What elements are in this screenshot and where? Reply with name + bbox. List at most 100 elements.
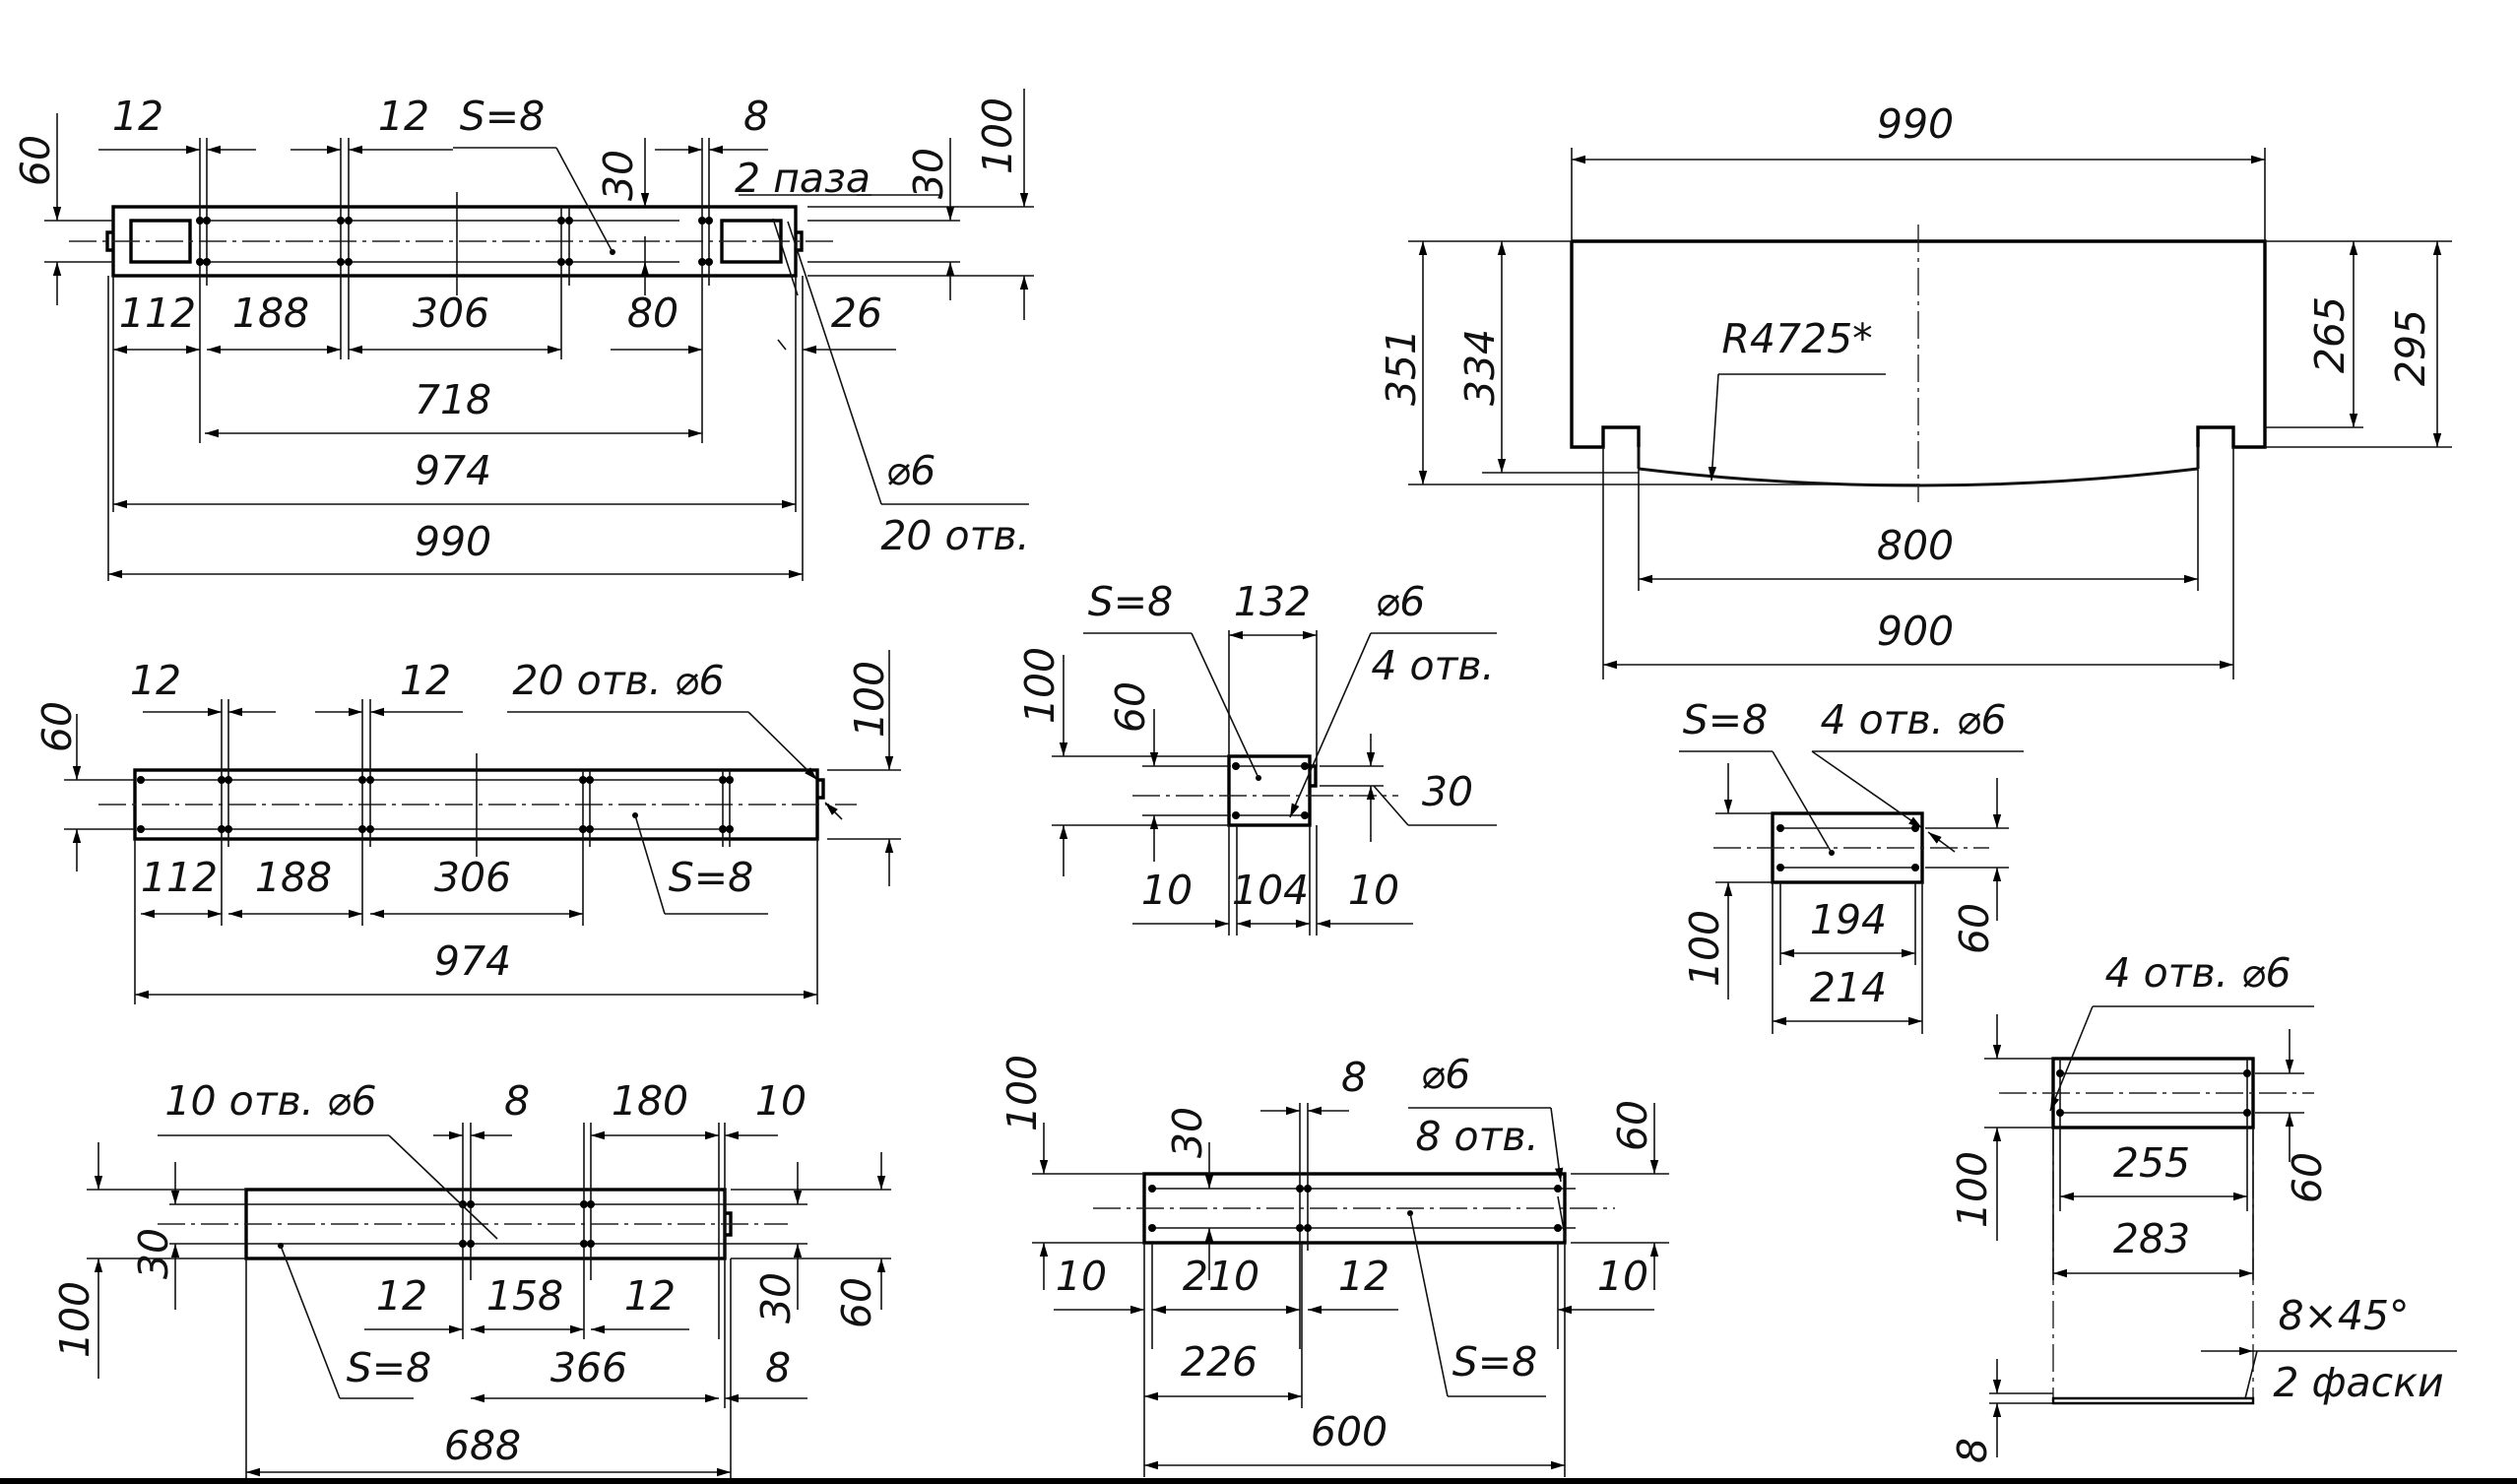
p3-note-holes: 10 отв. ⌀6 <box>164 1077 376 1125</box>
part-5-view: 100 30 8 ⌀6 8 отв. 60 10 10 210 12 226 S… <box>999 1051 1669 1477</box>
p7-thickness: S=8 <box>1683 696 1768 743</box>
p8-chamfer: 8×45° <box>2278 1292 2409 1339</box>
p7-dim-60: 60 <box>1951 903 1998 954</box>
part-7-view: S=8 4 отв. ⌀6 100 194 60 214 <box>1679 696 2024 1034</box>
p1-dim-8: 8 <box>743 93 769 140</box>
p2-dim-188: 188 <box>255 854 332 901</box>
p5-dim-10-right: 10 <box>1597 1253 1648 1300</box>
p2-dim-60: 60 <box>33 701 81 752</box>
part-2-view: 12 12 20 отв. ⌀6 60 100 112 188 306 S=8 … <box>33 650 901 1004</box>
p1-dim-12-a: 12 <box>112 93 163 140</box>
p3-dim-12-b: 12 <box>624 1272 676 1320</box>
p4-hole-dia: ⌀6 <box>1376 578 1426 625</box>
p1-hole-dia: ⌀6 <box>886 447 936 494</box>
p5-hole-dia: ⌀6 <box>1421 1051 1471 1098</box>
p6-dim-265: 265 <box>2306 296 2354 373</box>
p2-thickness: S=8 <box>669 854 753 901</box>
p8-dim-100: 100 <box>1949 1151 1996 1228</box>
p5-thickness: S=8 <box>1452 1338 1537 1386</box>
sheet-bottom-edge <box>0 1478 2517 1484</box>
p5-dim-8: 8 <box>1341 1054 1367 1101</box>
p8-dim-255: 255 <box>2113 1139 2190 1187</box>
p1-dim-30-a: 30 <box>595 150 642 201</box>
p1-dim-188: 188 <box>232 290 309 337</box>
p1-dim-306: 306 <box>413 290 489 337</box>
p1-dim-12-b: 12 <box>378 93 429 140</box>
p3-dim-100: 100 <box>51 1281 98 1358</box>
p4-hole-count: 4 отв. <box>1371 642 1494 689</box>
p5-dim-60: 60 <box>1609 1100 1656 1151</box>
p7-dim-194: 194 <box>1810 896 1887 943</box>
p3-dim-12-a: 12 <box>376 1272 427 1320</box>
p3-dim-30-left: 30 <box>130 1228 177 1279</box>
p3-dim-8-top: 8 <box>504 1077 530 1125</box>
p2-dim-306: 306 <box>434 854 511 901</box>
part-6-view: 990 351 334 R4725* 265 295 800 900 <box>1378 100 2452 679</box>
p5-dim-100: 100 <box>999 1055 1046 1131</box>
p3-dim-8-bottom: 8 <box>765 1344 791 1391</box>
p1-dim-60: 60 <box>12 135 59 186</box>
p5-dim-12: 12 <box>1338 1253 1389 1300</box>
p6-dim-334: 334 <box>1456 329 1504 406</box>
p4-dim-10-left: 10 <box>1141 867 1193 914</box>
p7-dim-100: 100 <box>1681 910 1728 987</box>
p6-dim-295: 295 <box>2387 309 2434 386</box>
p1-thickness: S=8 <box>460 93 545 140</box>
p1-dim-974: 974 <box>415 447 491 494</box>
p6-dim-351: 351 <box>1378 329 1425 406</box>
p3-dim-180: 180 <box>612 1077 688 1125</box>
p4-dim-100: 100 <box>1016 647 1064 724</box>
p5-dim-226: 226 <box>1181 1338 1258 1386</box>
p8-note-holes: 4 отв. ⌀6 <box>2104 949 2291 997</box>
hole-markers <box>137 776 734 833</box>
p1-dim-112: 112 <box>119 290 196 337</box>
p1-hole-count: 20 отв. <box>880 512 1029 559</box>
p3-dim-10: 10 <box>755 1077 807 1125</box>
p5-dim-10-left: 10 <box>1056 1253 1107 1300</box>
p3-thickness: S=8 <box>347 1344 431 1391</box>
p6-dim-990: 990 <box>1877 100 1954 148</box>
p6-dim-900: 900 <box>1877 608 1954 655</box>
p4-dim-60: 60 <box>1107 681 1154 733</box>
p8-dim-8: 8 <box>1949 1438 1996 1463</box>
p4-dim-132: 132 <box>1234 578 1311 625</box>
part-1-view: 12 12 S=8 8 30 30 100 2 паза 60 112 188 … <box>12 89 1034 581</box>
p5-dim-210: 210 <box>1183 1253 1259 1300</box>
p3-dim-158: 158 <box>486 1272 563 1320</box>
p7-note-holes: 4 отв. ⌀6 <box>1820 696 2006 743</box>
p2-dim-12-b: 12 <box>400 657 451 704</box>
p8-chamfer-note: 2 фаски <box>2273 1359 2443 1406</box>
p1-note-slots: 2 паза <box>735 155 871 202</box>
p1-dim-80: 80 <box>627 290 678 337</box>
p7-dim-214: 214 <box>1810 964 1887 1011</box>
p5-hole-count: 8 отв. <box>1415 1113 1538 1160</box>
p3-dim-366: 366 <box>550 1344 627 1391</box>
hole-markers <box>2056 1069 2251 1117</box>
hole-markers <box>278 1200 595 1249</box>
part-3-view: 10 отв. ⌀6 8 180 10 100 30 30 60 12 158 … <box>51 1077 891 1484</box>
p1-dim-100: 100 <box>974 97 1021 174</box>
p2-note-holes: 20 отв. ⌀6 <box>512 657 724 704</box>
p1-dim-990: 990 <box>415 518 491 565</box>
p8-dim-60: 60 <box>2284 1152 2331 1203</box>
hole-markers <box>1232 762 1309 819</box>
p3-dim-30-right: 30 <box>752 1272 800 1323</box>
part-8-view: 4 отв. ⌀6 100 255 60 283 8×45° 2 фаски 8 <box>1949 949 2457 1463</box>
p1-dim-30-b: 30 <box>905 148 952 199</box>
p3-dim-688: 688 <box>444 1422 521 1469</box>
p6-radius: R4725* <box>1721 315 1872 362</box>
p2-dim-112: 112 <box>141 854 218 901</box>
p4-dim-10-right: 10 <box>1348 867 1399 914</box>
p6-dim-800: 800 <box>1877 522 1954 569</box>
part-4-view: S=8 132 ⌀6 4 отв. 100 60 30 10 104 10 <box>1016 578 1497 936</box>
p1-dim-26: 26 <box>831 290 882 337</box>
p5-dim-30: 30 <box>1164 1107 1211 1158</box>
p8-dim-283: 283 <box>2113 1215 2190 1262</box>
p2-dim-974: 974 <box>434 937 511 985</box>
p4-dim-30: 30 <box>1422 768 1473 815</box>
p3-dim-60: 60 <box>833 1277 880 1328</box>
p1-dim-718: 718 <box>415 376 491 423</box>
p2-dim-100: 100 <box>846 661 893 738</box>
